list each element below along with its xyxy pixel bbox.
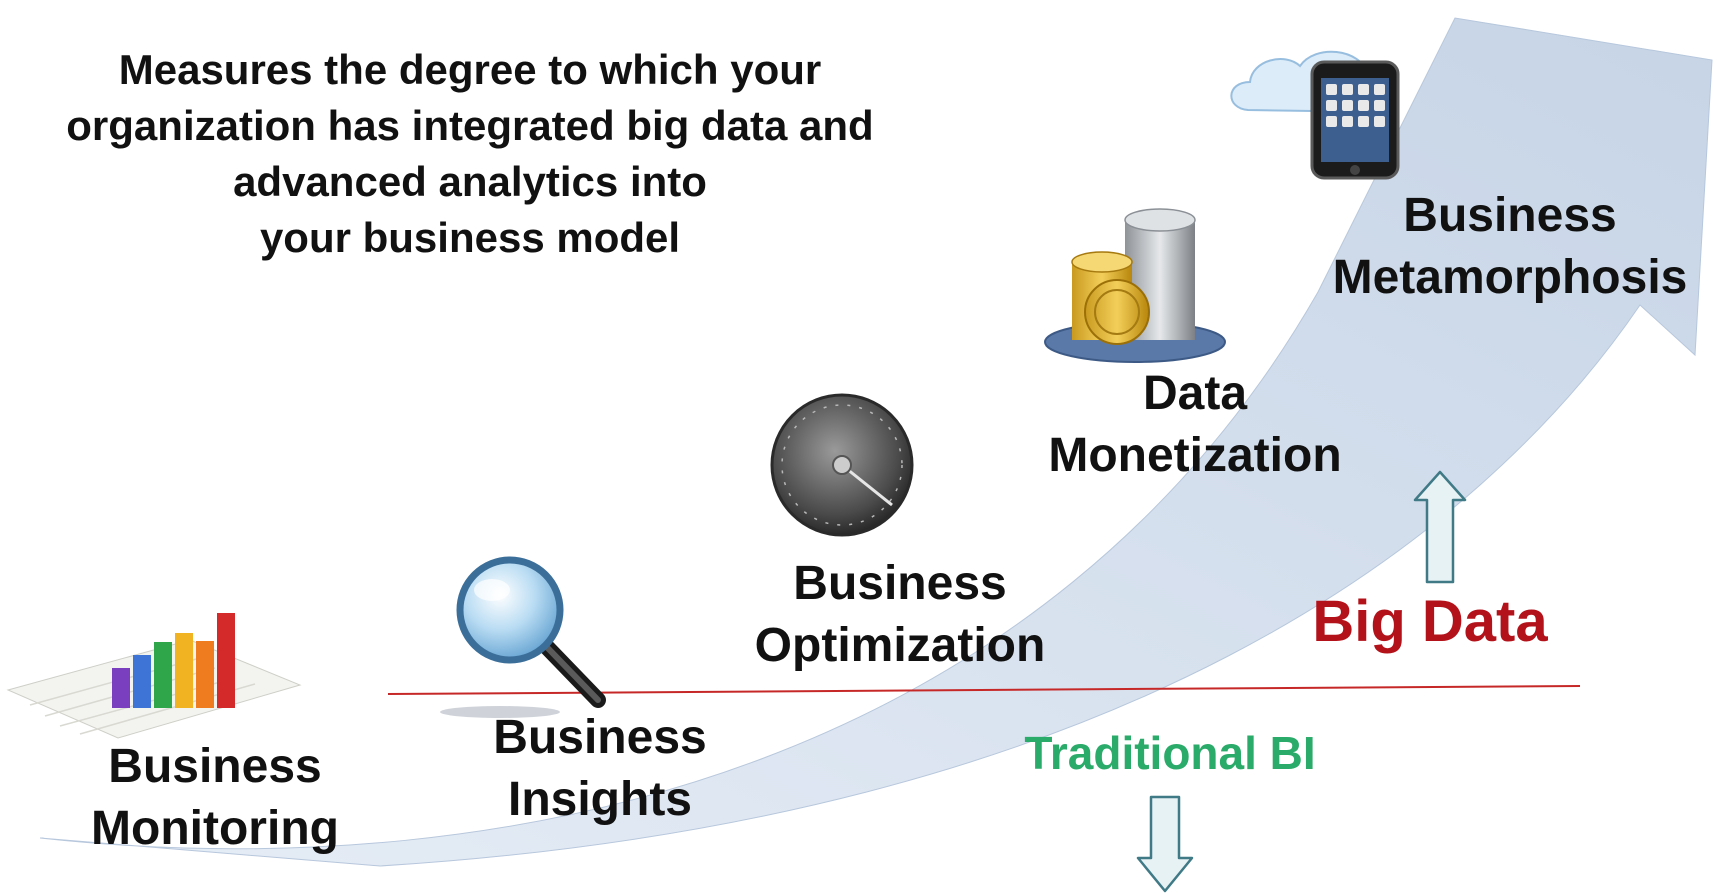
subtitle-line-1: Measures the degree to which your xyxy=(118,46,822,93)
cloud-phone-icon xyxy=(1230,50,1400,180)
stage-label-line-2: Monetization xyxy=(1048,429,1342,482)
coin-stack-icon xyxy=(1044,208,1226,363)
stage-label-line-2: Metamorphosis xyxy=(1332,251,1688,304)
stage-label-line-2: Optimization xyxy=(754,619,1046,672)
stage-label-line-1: Business xyxy=(108,740,322,793)
stage-business-metamorphosis: Business Metamorphosis xyxy=(1305,185,1715,309)
stage-label-line-2: Insights xyxy=(507,773,692,826)
stage-business-insights: Business Insights xyxy=(450,707,750,831)
stage-business-monitoring: Business Monitoring xyxy=(55,736,375,860)
stage-data-monetization: Data Monetization xyxy=(1030,363,1360,487)
subtitle-line-4: your business model xyxy=(259,214,681,261)
stage-label-line-1: Business xyxy=(493,711,707,764)
subtitle: Measures the degree to which your organi… xyxy=(0,42,940,266)
subtitle-line-2: organization has integrated big data and xyxy=(66,102,874,149)
magnifying-glass-icon xyxy=(440,556,606,718)
up-arrow-icon xyxy=(1413,470,1467,584)
down-arrow-icon xyxy=(1136,795,1194,893)
stage-business-optimization: Business Optimization xyxy=(720,553,1080,677)
bar-chart-icon xyxy=(6,613,302,739)
speedometer-icon xyxy=(770,393,914,537)
traditional-bi-label: Traditional BI xyxy=(1024,727,1316,779)
stage-label-line-1: Business xyxy=(793,557,1007,610)
stage-label-line-2: Monitoring xyxy=(91,802,339,855)
stage-label-line-1: Business xyxy=(1403,189,1617,242)
big-data-label: Big Data xyxy=(1312,589,1548,654)
stage-label-line-1: Data xyxy=(1142,367,1248,420)
subtitle-line-3: advanced analytics into xyxy=(233,158,707,205)
growth-arrow xyxy=(39,17,1713,867)
